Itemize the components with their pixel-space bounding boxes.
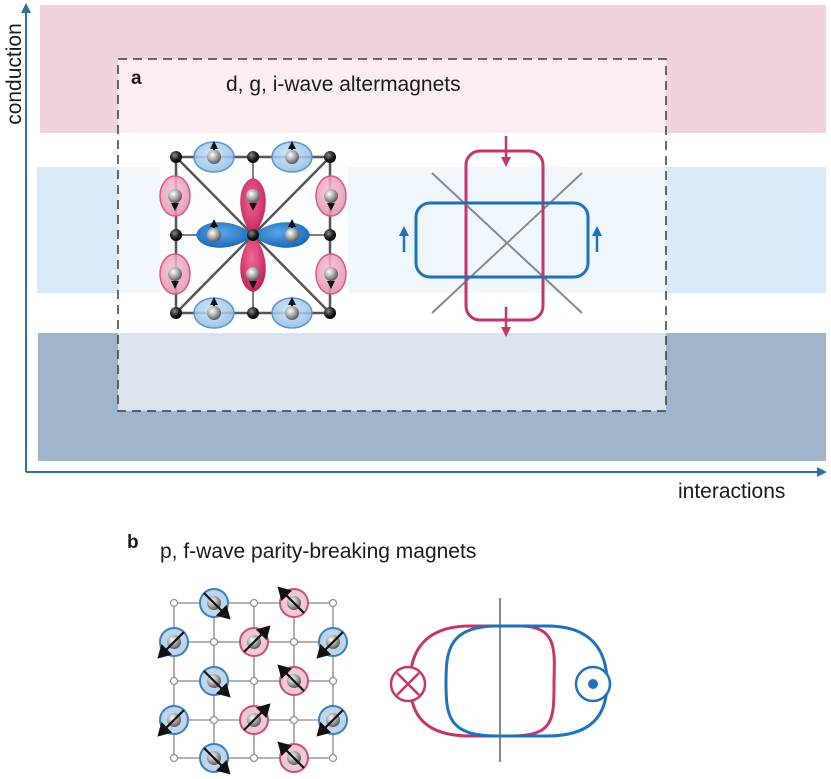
altermagnet-fermi-surfaces xyxy=(399,136,602,337)
p-wave-fermi-surfaces xyxy=(389,598,612,762)
spin-atoms xyxy=(168,141,338,320)
axes xyxy=(21,3,827,477)
altermagnet-lattice xyxy=(159,141,348,329)
dark-atoms xyxy=(170,151,336,319)
nodal-line-2 xyxy=(431,172,583,314)
blue-fermi-contour xyxy=(414,201,590,279)
x-axis-label: interactions xyxy=(678,480,786,503)
panel-b-letter: b xyxy=(127,532,139,553)
magenta-fermi-contour xyxy=(464,149,545,322)
blue-lobes xyxy=(196,222,310,248)
blue-spin-arrows xyxy=(399,226,602,252)
y-axis-label: conduction xyxy=(3,23,26,125)
magenta-spin-arrows xyxy=(501,136,511,337)
spin-into-page-icon xyxy=(389,665,427,703)
spin-out-of-page-icon xyxy=(574,665,612,703)
blue-shifted-contour xyxy=(444,624,609,738)
panel-a-letter: a xyxy=(131,68,142,89)
panel-a-title: d, g, i-wave altermagnets xyxy=(226,73,461,96)
canted-spin-arrows xyxy=(157,586,344,775)
magenta-shifted-contour xyxy=(408,624,556,738)
p-wave-lattice xyxy=(157,586,348,775)
panel-b-title: p, f-wave parity-breaking magnets xyxy=(160,540,477,563)
